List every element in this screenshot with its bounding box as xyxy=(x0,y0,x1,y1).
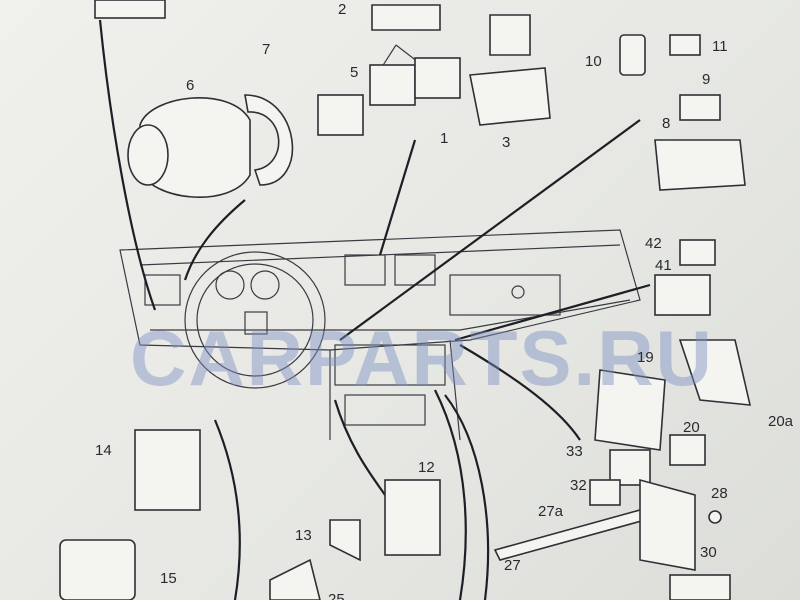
part-3-relay xyxy=(469,67,551,126)
part-top-left xyxy=(94,0,166,19)
label-11: 11 xyxy=(712,38,728,55)
part-28-screw xyxy=(708,510,722,524)
label-12: 12 xyxy=(418,459,435,476)
label-30: 30 xyxy=(700,544,717,561)
part-14-relay xyxy=(134,429,201,511)
label-3: 3 xyxy=(502,134,510,151)
dashboard-drawing xyxy=(119,229,641,441)
part-42-clip xyxy=(679,239,716,266)
label-15: 15 xyxy=(160,570,177,587)
part-32-relay xyxy=(589,479,621,506)
part-9-clip xyxy=(679,94,721,121)
part-11-clip xyxy=(669,34,701,56)
label-9: 9 xyxy=(702,71,710,88)
part-15-module xyxy=(59,539,136,600)
label-32: 32 xyxy=(570,477,587,494)
label-19: 19 xyxy=(637,349,654,366)
part-10-capacitor xyxy=(619,34,646,76)
part-5-relay xyxy=(369,64,416,106)
label-8: 8 xyxy=(662,115,670,132)
part-2-bracket xyxy=(371,4,441,31)
part-relay-small xyxy=(317,94,364,136)
label-27a: 27a xyxy=(538,503,564,520)
callout-labels: 2 7 6 5 1 3 10 11 9 8 42 41 19 20a 20 33… xyxy=(95,1,794,600)
label-28: 28 xyxy=(711,485,728,502)
part-6-motor xyxy=(139,97,251,198)
part-8-relay xyxy=(654,139,746,191)
part-bracket-top xyxy=(489,14,531,56)
label-33: 33 xyxy=(566,443,583,460)
label-13: 13 xyxy=(295,527,312,544)
part-1-relay xyxy=(414,57,461,99)
part-frame xyxy=(639,478,696,571)
label-5: 5 xyxy=(350,64,358,81)
part-30-module xyxy=(669,574,731,600)
label-20: 20 xyxy=(683,419,700,436)
label-7: 7 xyxy=(262,41,270,58)
watermark: CARPARTS.RU xyxy=(130,314,714,402)
leader-lines xyxy=(98,19,651,600)
label-41: 41 xyxy=(655,257,672,274)
label-2: 2 xyxy=(338,1,346,18)
part-19-module xyxy=(594,369,666,451)
label-1: 1 xyxy=(440,130,448,147)
label-42: 42 xyxy=(645,235,662,252)
label-27: 27 xyxy=(504,557,521,574)
part-41-relay xyxy=(654,274,711,316)
part-33-bracket xyxy=(609,449,651,486)
label-10: 10 xyxy=(585,53,602,70)
part-7-clamp xyxy=(244,94,294,186)
part-20a-bracket xyxy=(678,339,752,406)
parts xyxy=(59,0,752,600)
label-25: 25 xyxy=(328,591,345,600)
part-27a-rail xyxy=(493,509,647,561)
part-20-bracket xyxy=(669,434,706,466)
label-14: 14 xyxy=(95,442,112,459)
label-20a: 20a xyxy=(768,413,794,430)
label-6: 6 xyxy=(186,77,194,94)
part-12-relay xyxy=(384,479,441,556)
part-25-plate xyxy=(269,558,321,600)
part-13-bracket xyxy=(329,519,361,562)
